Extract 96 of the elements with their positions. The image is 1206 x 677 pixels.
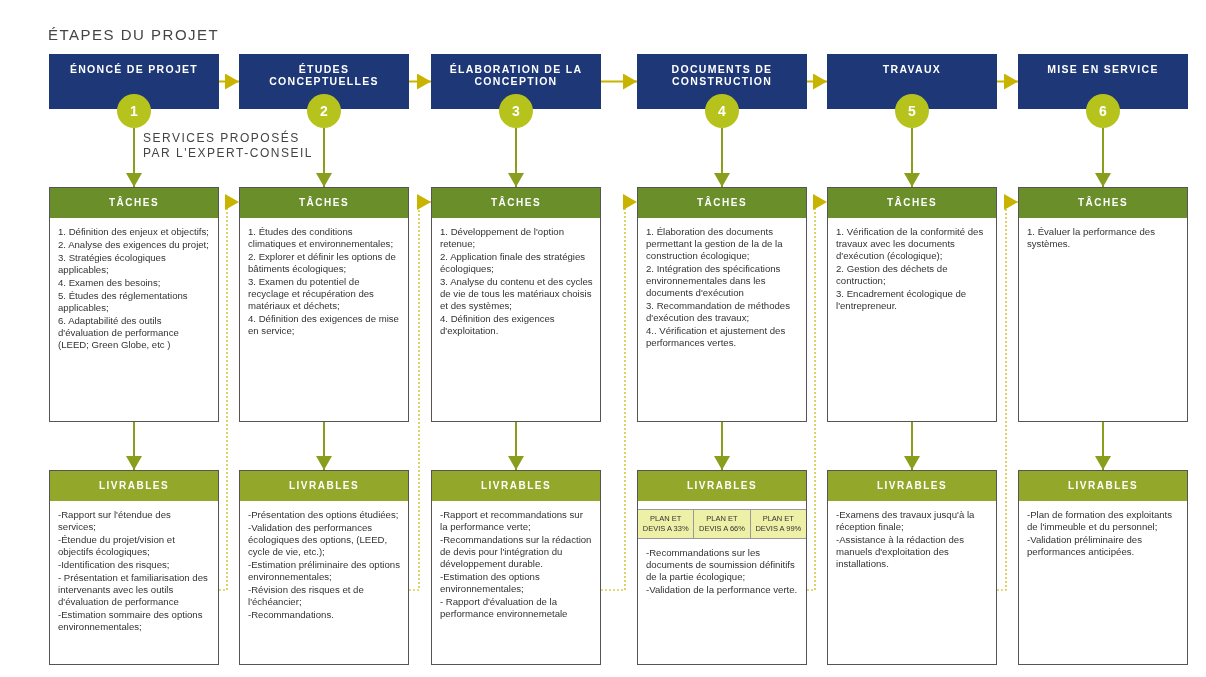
number-circle: 2	[307, 94, 341, 128]
list-item: 4. Examen des besoins;	[58, 277, 162, 289]
number-circle: 3	[499, 94, 533, 128]
list-item: 2. Application finale des stratégies écologiques;	[440, 251, 587, 275]
list-item: 6. Adaptabilité des outils d'évaluation de performance (LEED; Green Globe, etc )	[58, 315, 180, 351]
list-item: -Estimation des options environnementales;	[440, 571, 541, 595]
number-circle: 6	[1086, 94, 1120, 128]
task-card	[49, 187, 219, 422]
dashed-connector	[218, 194, 240, 591]
card-header: TÂCHES	[240, 188, 408, 218]
card-header: TÂCHES	[432, 188, 600, 218]
section-heading: ÉTAPES DU PROJET	[48, 26, 221, 44]
arrow	[1095, 421, 1111, 471]
section-heading: SERVICES PROPOSÉS PAR L'EXPERT-CONSEIL	[143, 131, 314, 161]
deliverable-card	[637, 470, 807, 665]
list-item: -Présentation des options étudiées;	[248, 509, 400, 521]
arrow	[1095, 127, 1111, 188]
card-header: TÂCHES	[1019, 188, 1187, 218]
list-item: - Présentation et familiarisation des intervenants avec les outils d'évaluation de performance	[58, 572, 209, 608]
list-item: 3. Examen du potentiel de recyclage et récupération des matériaux et déchets;	[248, 276, 375, 312]
list-item: -Rapport et recommandations sur la performance verte;	[440, 509, 584, 533]
arrow	[316, 127, 332, 188]
list-item: -Assistance à la rédaction des manuels d'exploitation des installations.	[836, 534, 965, 570]
list-item: -Recommandations.	[248, 609, 335, 621]
deliverable-card	[827, 470, 997, 665]
list-item: -Estimation préliminaire des options environnementales;	[248, 559, 401, 583]
card-header: LIVRABLES	[50, 471, 218, 501]
list-item: 3. Stratégies écologiques applicables;	[58, 252, 167, 276]
list-item: 1. Définition des enjeux et objectifs;	[58, 226, 210, 238]
list-item: -Validation des performances écologiques des options, (LEED, cycle de vie, etc.);	[248, 522, 389, 558]
arrow	[904, 127, 920, 188]
list-item: -Identification des risques;	[58, 559, 171, 571]
chevron-arrow	[408, 73, 432, 90]
list-item: 2. Analyse des exigences du projet;	[58, 239, 210, 251]
number-circle: 4	[705, 94, 739, 128]
dashed-connector	[600, 194, 638, 591]
card-header: LIVRABLES	[240, 471, 408, 501]
card-header: TÂCHES	[828, 188, 996, 218]
list-item: 4.. Vérification et ajustement des performances vertes.	[646, 325, 787, 349]
card-header: LIVRABLES	[1019, 471, 1187, 501]
list-item: -Validation préliminaire des performances anticipées.	[1027, 534, 1143, 558]
arrow	[508, 127, 524, 188]
arrow	[126, 421, 142, 471]
chevron-arrow	[806, 73, 828, 90]
task-card	[239, 187, 409, 422]
list-item: -Révision des risques et de l'échéancier;	[248, 584, 365, 608]
list-item: 3. Recommandation de méthodes d'exécution des travaux;	[646, 300, 791, 324]
card-header: LIVRABLES	[432, 471, 600, 501]
list-item: 4. Définition des exigences de mise en service;	[248, 313, 400, 337]
list-item: -Examens des travaux jusqu'à la réception finale;	[836, 509, 976, 533]
list-item: 1. Élaboration des documents permettant la gestion de la de la construction écologique;	[646, 226, 784, 262]
list-item: 5. Études des réglementations applicables;	[58, 290, 189, 314]
task-card	[1018, 187, 1188, 422]
chevron-arrow	[218, 73, 240, 90]
arrow	[904, 421, 920, 471]
list-item: -Rapport sur l'étendue des services;	[58, 509, 172, 533]
card-header: TÂCHES	[50, 188, 218, 218]
list-item: 1. Évaluer la performance des systèmes.	[1027, 226, 1156, 250]
list-item: 2. Explorer et définir les options de bâtiments écologiques;	[248, 251, 397, 275]
list-item: 1. Développement de l'option retenue;	[440, 226, 565, 250]
task-card	[431, 187, 601, 422]
card-header: LIVRABLES	[828, 471, 996, 501]
list-item: -Plan de formation des exploitants de l'immeuble et du personnel;	[1027, 509, 1174, 533]
list-item: -Estimation sommaire des options environnementales;	[58, 609, 204, 633]
card-header: TÂCHES	[638, 188, 806, 218]
list-item: - Rapport d'évaluation de la performance environnemetale	[440, 596, 569, 620]
list-item: 1. Vérification de la conformité des travaux avec les documents d'exécution (écologique);	[836, 226, 985, 262]
number-circle: 1	[117, 94, 151, 128]
list-item: -Recommandations sur la rédaction de devis pour l'intégration du développement durable.	[440, 534, 593, 570]
deliverable-card	[431, 470, 601, 665]
arrow	[316, 421, 332, 471]
list-item: -Recommandations sur les documents de soumission définitifs de la partie écologique;	[646, 547, 796, 583]
arrow	[714, 127, 730, 188]
deliverable-card	[1018, 470, 1188, 665]
list-item: -Validation de la performance verte.	[646, 584, 799, 596]
chevron-arrow	[996, 73, 1019, 90]
list-item: 2. Gestion des déchets de contruction;	[836, 263, 949, 287]
list-item: 1. Études des conditions climatiques et environnementales;	[248, 226, 395, 250]
list-item: -Étendue du projet/vision et objectifs écologiques;	[58, 534, 176, 558]
arrow	[126, 127, 142, 188]
task-card	[637, 187, 807, 422]
dashed-connector	[806, 194, 828, 591]
chevron-arrow	[600, 73, 638, 90]
card-header: LIVRABLES	[638, 471, 806, 501]
arrow	[508, 421, 524, 471]
list-item: 3. Analyse du contenu et des cycles de vie de tous les matériaux choisis et des systèmes;	[440, 276, 593, 312]
list-item: 4. Définition des exigences d'exploitation.	[440, 313, 556, 337]
number-circle: 5	[895, 94, 929, 128]
list-item: 2. Intégration des spécifications environnementales dans les documents d'exécution	[646, 263, 782, 299]
dashed-connector	[996, 194, 1019, 591]
arrow	[714, 421, 730, 471]
deliverable-card	[239, 470, 409, 665]
task-card	[827, 187, 997, 422]
dashed-connector	[408, 194, 432, 591]
list-item: 3. Encadrement écologique de l'entrepreneur.	[836, 288, 968, 312]
deliverable-card	[49, 470, 219, 665]
